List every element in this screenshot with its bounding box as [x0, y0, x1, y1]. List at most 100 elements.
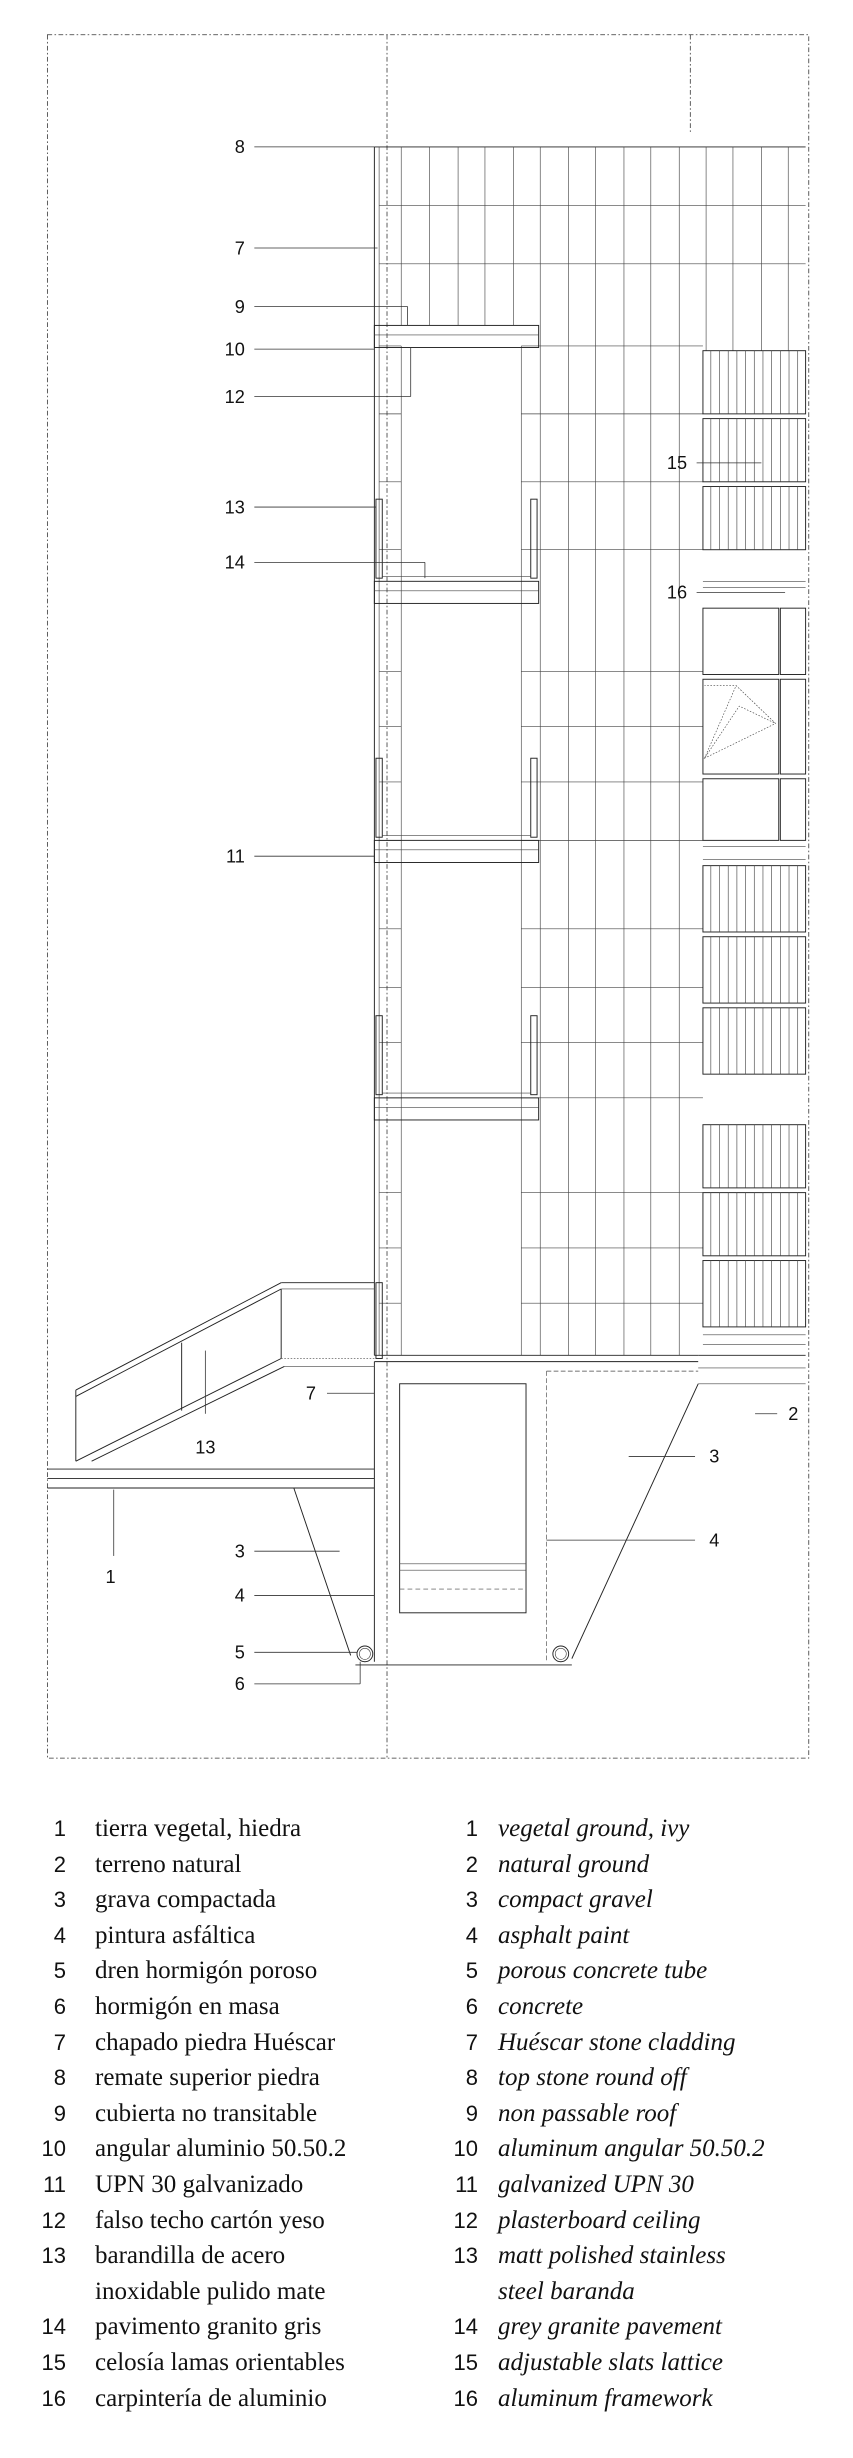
legend-number: 16	[41, 2385, 66, 2411]
callout-13b: 13	[195, 1437, 215, 1457]
legend-number: 13	[41, 2243, 66, 2269]
slat-lattice	[702, 350, 807, 1345]
legend-number: 3	[465, 1887, 478, 1913]
legend-number: 7	[53, 2029, 66, 2055]
legend-text: top stone round off	[498, 2064, 687, 2092]
callout-15: 15	[667, 453, 687, 473]
legend-number: 3	[53, 1887, 66, 1913]
legend-text: concrete	[498, 1993, 584, 2020]
balcony-slabs	[373, 324, 540, 1359]
railing-post	[375, 498, 383, 579]
callout-10: 10	[225, 339, 245, 359]
legend-text: asphalt paint	[498, 1921, 630, 1949]
legend-number: 8	[53, 2065, 66, 2091]
balcony-slab	[373, 1097, 540, 1121]
legend-text: inoxidable pulido mate	[95, 2277, 326, 2305]
railing-post	[530, 757, 538, 838]
legend-text: grava compactada	[95, 1886, 277, 1914]
railing-post	[530, 498, 538, 579]
legend-text: plasterboard ceiling	[498, 2206, 701, 2234]
legend-number: 10	[41, 2136, 66, 2162]
legend-text: celosía lamas orientables	[95, 2349, 345, 2376]
legend-text: compact gravel	[498, 1886, 653, 1914]
legend-number: 15	[453, 2350, 478, 2375]
railing-post	[530, 1015, 538, 1096]
legend-number: 15	[41, 2350, 66, 2375]
legend-text: galvanized UPN 30	[498, 2171, 694, 2198]
callout-12: 12	[225, 387, 245, 407]
callout-1: 1	[106, 1567, 116, 1587]
opening-symbol	[703, 685, 777, 760]
legend-number: 1	[53, 1816, 66, 1841]
window-pane	[702, 678, 780, 775]
legend-text: porous concrete tube	[498, 1957, 708, 1985]
legend-number: 11	[43, 2172, 66, 2197]
window-pane	[702, 778, 780, 841]
legend-text: pavimento granito gris	[95, 2313, 322, 2341]
legend-number: 4	[53, 1922, 66, 1948]
legend-text: Huéscar stone cladding	[498, 2028, 736, 2056]
window-pane	[779, 678, 807, 775]
callout-6: 6	[235, 1674, 245, 1694]
callout-labels: 8 7 9 10 12 13 14 11 15 16 7 13 2 3 1 3 …	[106, 137, 799, 1694]
legend-number: 13	[453, 2243, 478, 2269]
legend-number: 5	[53, 1958, 66, 1984]
balcony-slab	[373, 839, 540, 863]
legend-number: 12	[41, 2207, 66, 2233]
legend-number: 5	[465, 1958, 478, 1984]
ramp-railing	[75, 1282, 375, 1462]
balcony-slab	[373, 580, 540, 604]
callout-7b: 7	[306, 1384, 316, 1404]
callout-8: 8	[235, 137, 245, 157]
railing-post	[375, 1282, 383, 1359]
railing-post	[375, 1015, 383, 1096]
legend-text: pintura asfáltica	[95, 1921, 256, 1949]
legend-text: adjustable slats lattice	[498, 2349, 723, 2376]
legend-number: 7	[465, 2029, 478, 2055]
callout-11: 11	[226, 846, 245, 866]
callout-leaders	[113, 146, 786, 1685]
legend-text: natural ground	[498, 1850, 650, 1878]
balcony-slab	[373, 324, 540, 349]
callout-3b: 3	[235, 1542, 245, 1562]
drain-pipe	[356, 1645, 374, 1663]
legend-text: non passable roof	[498, 2099, 677, 2127]
window-pane	[779, 607, 807, 675]
railing-post	[375, 757, 383, 838]
legend-text: chapado piedra Huéscar	[95, 2028, 336, 2056]
legend-text: cubierta no transitable	[95, 2099, 318, 2127]
callout-5: 5	[235, 1643, 245, 1663]
legend-text: steel baranda	[498, 2277, 635, 2305]
callout-4a: 4	[235, 1586, 245, 1606]
drawing-frame	[46, 34, 810, 1759]
window-pane	[779, 778, 807, 841]
legend-text: terreno natural	[95, 1850, 242, 1878]
legend-text: barandilla de acero	[95, 2242, 286, 2270]
legend-text: matt polished stainless	[498, 2242, 726, 2270]
legend-number: 4	[465, 1922, 478, 1948]
legend-text: dren hormigón poroso	[95, 1957, 318, 1985]
legend-number: 2	[465, 1851, 478, 1877]
section-drawing: 8 7 9 10 12 13 14 11 15 16 7 13 2 3 1 3 …	[46, 34, 810, 1759]
callout-4b: 4	[709, 1530, 719, 1550]
facade-cladding	[373, 146, 806, 1356]
legend-text: falso techo cartón yeso	[95, 2206, 325, 2234]
legend-number: 9	[465, 2100, 478, 2126]
callout-7: 7	[235, 238, 245, 258]
callout-13: 13	[225, 497, 245, 517]
callout-16: 16	[667, 583, 687, 603]
legend-text: UPN 30 galvanizado	[95, 2171, 304, 2198]
legend-number: 11	[455, 2172, 478, 2197]
legend-text: remate superior piedra	[95, 2064, 320, 2092]
legend-text: aluminum framework	[498, 2384, 713, 2412]
legend-text: carpintería de aluminio	[95, 2384, 327, 2412]
callout-2: 2	[788, 1404, 798, 1424]
legend-text: vegetal ground, ivy	[498, 1815, 690, 1842]
legend-number: 9	[53, 2100, 66, 2126]
legend-text: aluminum angular 50.50.2	[498, 2135, 765, 2163]
legend-number: 14	[41, 2314, 66, 2340]
legend-number: 10	[453, 2136, 478, 2162]
legend-number: 8	[465, 2065, 478, 2091]
legend-number: 14	[453, 2314, 478, 2340]
drain-pipe	[552, 1645, 570, 1663]
